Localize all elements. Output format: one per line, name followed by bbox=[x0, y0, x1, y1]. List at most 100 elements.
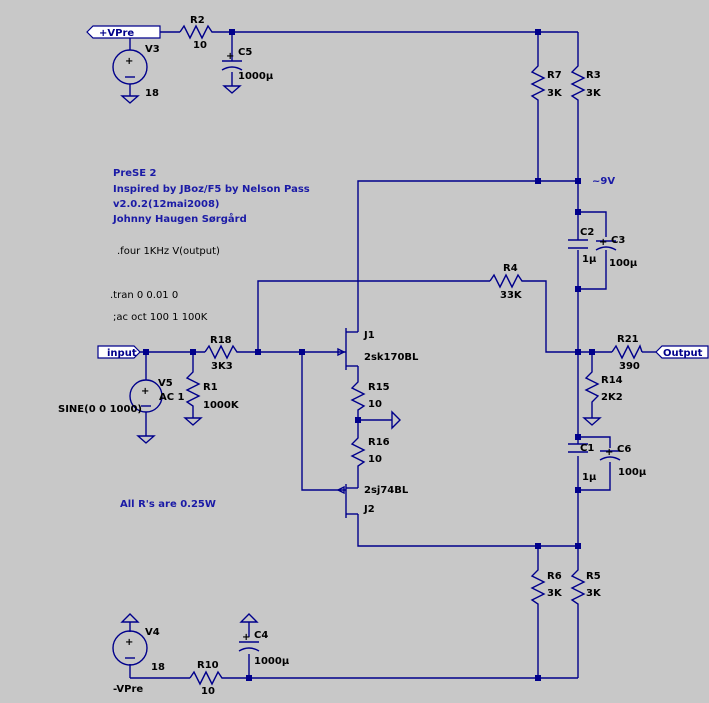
v3-name: V3 bbox=[145, 44, 160, 55]
c4-value: 1000µ bbox=[254, 656, 290, 667]
resistor-r5: R5 3K bbox=[570, 566, 602, 606]
resistor-r4: R4 33K bbox=[489, 263, 526, 301]
resistor-r10: R10 10 bbox=[189, 660, 226, 697]
ground-icon bbox=[136, 435, 156, 444]
v3-value: 18 bbox=[145, 88, 159, 99]
resistor-r21: R21 390 bbox=[611, 334, 643, 372]
capacitor-c2: C2 1µ bbox=[568, 227, 597, 265]
capacitor-c6: + C6 100µ bbox=[599, 444, 647, 478]
ac-directive: ;ac oct 100 1 100K bbox=[113, 312, 208, 323]
resistor-r1: R1 1000K bbox=[185, 366, 240, 411]
c6-name: C6 bbox=[617, 444, 631, 455]
resistor-r7: R7 3K bbox=[530, 62, 563, 104]
inspired-note: Inspired by JBoz/F5 by Nelson Pass bbox=[113, 184, 310, 195]
r3-value: 3K bbox=[586, 88, 602, 99]
c3-name: C3 bbox=[611, 235, 625, 246]
r16-name: R16 bbox=[368, 437, 390, 448]
voltage-source-v5: + V5 AC 1 SINE(0 0 1000) bbox=[58, 378, 185, 415]
author-note: Johnny Haugen Sørgård bbox=[112, 212, 247, 225]
ground-icon bbox=[120, 613, 140, 623]
r4-value: 33K bbox=[500, 290, 523, 301]
r15-value: 10 bbox=[368, 399, 382, 410]
resistor-r3: R3 3K bbox=[570, 62, 602, 104]
ground-icon bbox=[582, 417, 602, 426]
r7-value: 3K bbox=[547, 88, 563, 99]
j2-name: J2 bbox=[363, 504, 375, 515]
v5-plus-sign: + bbox=[141, 386, 149, 397]
ground-symbols bbox=[120, 85, 602, 623]
v4-plus-sign: + bbox=[125, 637, 133, 648]
resistor-r18: R18 3K3 bbox=[204, 335, 240, 372]
v3-plus-sign: + bbox=[125, 56, 133, 67]
ground-icon bbox=[222, 85, 242, 94]
resistor-r16: R16 10 bbox=[350, 434, 390, 468]
c4-plus: + bbox=[242, 632, 250, 643]
voltage-source-v3: + V3 18 bbox=[112, 44, 160, 99]
r1-name: R1 bbox=[203, 382, 218, 393]
v5-name: V5 bbox=[158, 378, 173, 389]
ground-icon bbox=[239, 613, 259, 623]
v5-value: AC 1 bbox=[159, 392, 185, 403]
r14-name: R14 bbox=[601, 375, 623, 386]
gate-arrow-icon bbox=[336, 485, 345, 495]
v5-sine: SINE(0 0 1000) bbox=[58, 404, 142, 415]
j1-name: J1 bbox=[363, 330, 375, 341]
c3-plus: + bbox=[599, 237, 607, 248]
ground-icon bbox=[183, 417, 203, 426]
four-directive: .four 1KHz V(output) bbox=[117, 246, 220, 257]
c6-plus: + bbox=[605, 447, 613, 458]
c6-value: 100µ bbox=[618, 467, 647, 478]
gate-arrow-icon bbox=[337, 347, 346, 357]
capacitor-c3: + C3 100µ bbox=[595, 235, 638, 269]
jfet-j1: J1 2sk170BL bbox=[337, 326, 419, 370]
pin-input[interactable]: input bbox=[97, 345, 141, 359]
c3-value: 100µ bbox=[609, 258, 638, 269]
j1-part: 2sk170BL bbox=[364, 352, 419, 363]
jfet-j2: 2sj74BL J2 bbox=[336, 484, 409, 518]
r15-name: R15 bbox=[368, 382, 390, 393]
vpre-neg-label: -VPre bbox=[113, 684, 143, 695]
resistor-r15: R15 10 bbox=[350, 378, 390, 412]
input-label: input bbox=[107, 348, 137, 359]
capacitor-c4: + C4 1000µ bbox=[238, 630, 290, 667]
capacitor-c5: + C5 1000µ bbox=[221, 47, 274, 82]
r14-value: 2K2 bbox=[601, 392, 623, 403]
j2-part: 2sj74BL bbox=[364, 485, 409, 496]
pin-vpre-pos[interactable]: +VPre bbox=[86, 25, 161, 39]
c2-value: 1µ bbox=[582, 254, 597, 265]
ground-icon bbox=[391, 410, 401, 430]
r10-value: 10 bbox=[201, 686, 215, 697]
resistor-r2: R2 10 bbox=[179, 15, 216, 51]
voltage-source-v4: + V4 18 bbox=[112, 627, 165, 673]
resistor-r6: R6 3K bbox=[530, 566, 563, 606]
r21-value: 390 bbox=[619, 361, 640, 372]
c4-name: C4 bbox=[254, 630, 268, 641]
c1-name: C1 bbox=[580, 443, 594, 454]
version-note: v2.0.2(12mai2008) bbox=[113, 199, 219, 210]
wires bbox=[129, 31, 656, 679]
r6-name: R6 bbox=[547, 571, 562, 582]
schematic-notes: PreSE 2 Inspired by JBoz/F5 by Nelson Pa… bbox=[110, 168, 310, 510]
v4-value: 18 bbox=[151, 662, 165, 673]
r10-name: R10 bbox=[197, 660, 219, 671]
r16-value: 10 bbox=[368, 454, 382, 465]
r5-value: 3K bbox=[586, 588, 602, 599]
c5-value: 1000µ bbox=[238, 71, 274, 82]
v4-name: V4 bbox=[145, 627, 160, 638]
capacitor-c1: C1 1µ bbox=[568, 443, 597, 483]
r3-name: R3 bbox=[586, 70, 601, 81]
tran-directive: .tran 0 0.01 0 bbox=[110, 290, 178, 301]
nine-volt-label: ~9V bbox=[592, 176, 615, 187]
r6-value: 3K bbox=[547, 588, 563, 599]
pin-output[interactable]: Output bbox=[655, 345, 709, 359]
resistor-r14: R14 2K2 bbox=[584, 368, 623, 406]
c2-name: C2 bbox=[580, 227, 594, 238]
r21-name: R21 bbox=[617, 334, 639, 345]
c5-name: C5 bbox=[238, 47, 252, 58]
title-note: PreSE 2 bbox=[113, 168, 157, 179]
c1-value: 1µ bbox=[582, 472, 597, 483]
vpre-pos-label: +VPre bbox=[99, 28, 134, 39]
r2-value: 10 bbox=[193, 40, 207, 51]
r4-name: R4 bbox=[503, 263, 518, 274]
